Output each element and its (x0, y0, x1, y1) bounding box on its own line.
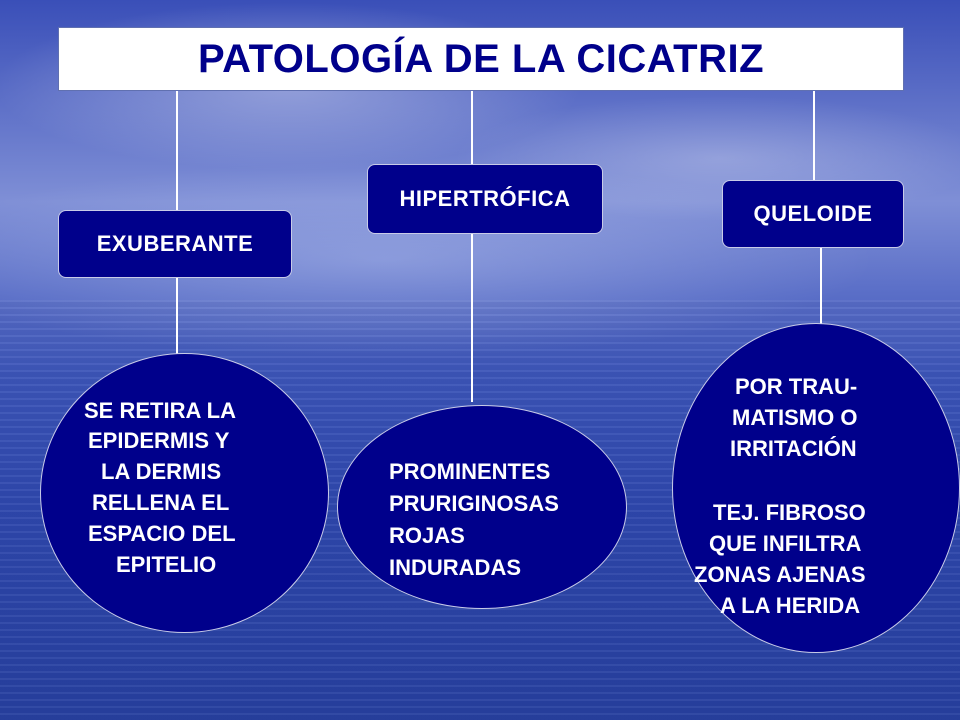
description-line: TEJ. FIBROSO (713, 500, 866, 525)
node-queloide: QUELOIDE (722, 180, 904, 248)
connector-queloide-top (813, 89, 815, 180)
description-line: IRRITACIÓN (730, 436, 857, 461)
connector-exuberante-top (176, 89, 178, 211)
description-line: SE RETIRA LA (84, 398, 236, 423)
description-line: ROJAS (389, 523, 465, 548)
connector-queloide-bottom (820, 246, 822, 324)
description-line: RELLENA EL (92, 490, 230, 515)
node-hipertrofica: HIPERTRÓFICA (367, 164, 603, 234)
description-line: QUE INFILTRA (709, 531, 862, 556)
description-line: A LA HERIDA (720, 593, 861, 618)
description-line: PRURIGINOSAS (389, 491, 559, 516)
connector-hipertrofica-top (471, 89, 473, 165)
description-line: ESPACIO DEL (88, 521, 236, 546)
connector-exuberante-bottom (176, 276, 178, 354)
node-exuberante: EXUBERANTE (58, 210, 292, 278)
node-label: EXUBERANTE (96, 231, 254, 256)
description-line: MATISMO O (732, 405, 858, 430)
ellipse-hipertrofica: PROMINENTES PRURIGINOSAS ROJAS INDURADAS (337, 405, 627, 609)
description-line: LA DERMIS (101, 459, 222, 484)
connector-hipertrofica-bottom (471, 232, 473, 402)
ellipse-queloide: POR TRAU- MATISMO O IRRITACIÓN TEJ. FIBR… (672, 323, 960, 653)
page-title: PATOLOGÍA DE LA CICATRIZ (197, 36, 765, 81)
description-line: INDURADAS (389, 555, 521, 580)
description-line: EPIDERMIS Y (88, 428, 230, 453)
title-box: PATOLOGÍA DE LA CICATRIZ (58, 27, 904, 91)
description-line: ZONAS AJENAS (694, 562, 866, 587)
node-label: HIPERTRÓFICA (399, 186, 571, 211)
description-line: POR TRAU- (735, 374, 858, 399)
description-line: EPITELIO (116, 552, 217, 577)
node-label: QUELOIDE (753, 201, 873, 226)
ellipse-exuberante: SE RETIRA LA EPIDERMIS Y LA DERMIS RELLE… (40, 353, 329, 633)
description-line: PROMINENTES (389, 459, 551, 484)
